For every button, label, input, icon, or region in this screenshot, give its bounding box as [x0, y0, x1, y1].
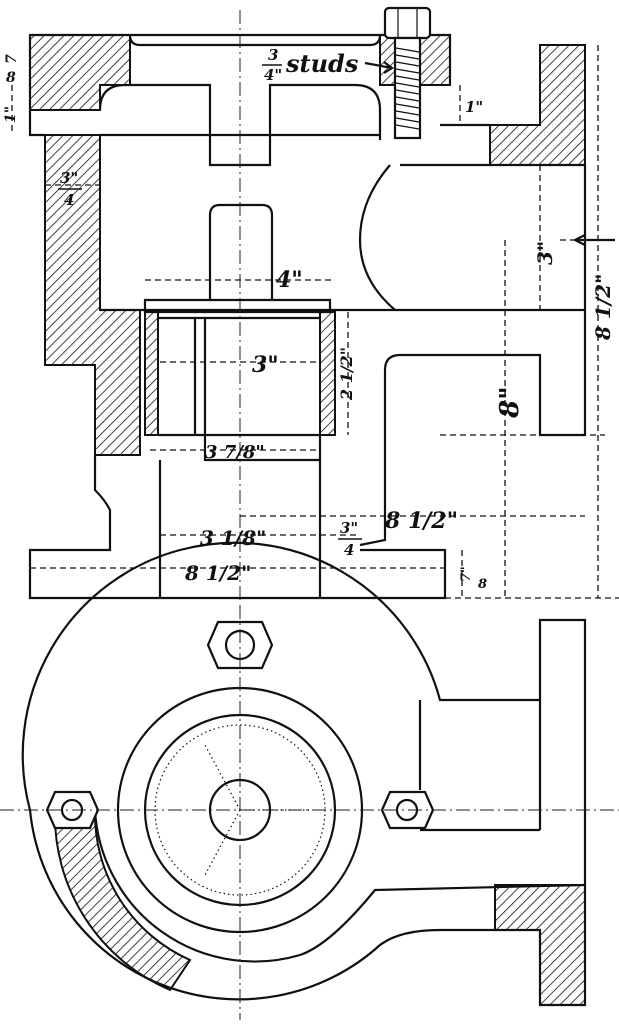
dim-base-diam: 3 1/8" [200, 526, 266, 550]
svg-text:3": 3" [60, 169, 78, 187]
svg-text:8: 8 [478, 577, 487, 592]
svg-text:3": 3" [340, 519, 358, 537]
dim-base-width-upper: 8 1/2" [384, 508, 458, 534]
outlet-body [359, 123, 587, 547]
stud-size-den: 4" [264, 66, 282, 84]
dim-left-flange: 7 8 1" [3, 54, 20, 123]
volute-section [53, 809, 192, 992]
outlet-neck [358, 164, 396, 311]
top-cover-outline [28, 33, 452, 137]
dim-small-bore: 3 7/8" [205, 442, 265, 463]
top-cover-section-left [29, 34, 131, 111]
left-casing-outline [28, 455, 447, 600]
cover-top-boss [128, 34, 382, 47]
left-casing-section [44, 134, 141, 456]
svg-text:4: 4 [344, 541, 354, 559]
dim-wall: 3" 4 [58, 169, 82, 209]
cover-lip [98, 83, 382, 167]
dim-bore-width: 4" [276, 267, 303, 293]
dim-total-height: 8 1/2" [591, 274, 615, 341]
impeller-vanes [204, 744, 310, 876]
bore-inner [158, 316, 322, 462]
outlet-flange-plan [494, 884, 586, 1006]
shaft-boss [208, 203, 274, 300]
dimension-lines [11, 45, 619, 599]
svg-text:7: 7 [4, 54, 20, 64]
dim-bore-inner: 3" [252, 352, 279, 378]
dim-base-width-lower: 8 1/2" [184, 561, 251, 585]
stud [383, 6, 432, 140]
svg-text:1": 1" [3, 106, 19, 123]
dim-base-offset: 3" 4 [338, 519, 362, 559]
sectional-elevation [11, 6, 619, 600]
stud-leader [364, 61, 394, 74]
svg-text:4: 4 [64, 191, 74, 209]
dim-flange-top: 1" [465, 98, 483, 116]
stud-label: 3 4" studs [262, 46, 359, 84]
dim-outlet-height: 3" [533, 241, 557, 265]
outlet-flange-section [489, 44, 586, 166]
volute-inner [93, 809, 586, 963]
plan-view [0, 541, 619, 1020]
flow-arrow [572, 234, 615, 246]
dim-bore-depth: 2 1/2" [337, 347, 356, 401]
studs-label: studs [285, 49, 359, 78]
outlet-pipe-plan [418, 700, 542, 832]
svg-text:7": 7" [459, 566, 474, 582]
svg-text:8: 8 [6, 70, 16, 86]
dim-base-thickness: 7" 8 [459, 566, 487, 592]
bore-liner-right [319, 311, 336, 436]
bore-liner-left [144, 311, 159, 436]
dim-height-8: 8" [495, 386, 525, 419]
stud-size-num: 3 [268, 46, 278, 64]
